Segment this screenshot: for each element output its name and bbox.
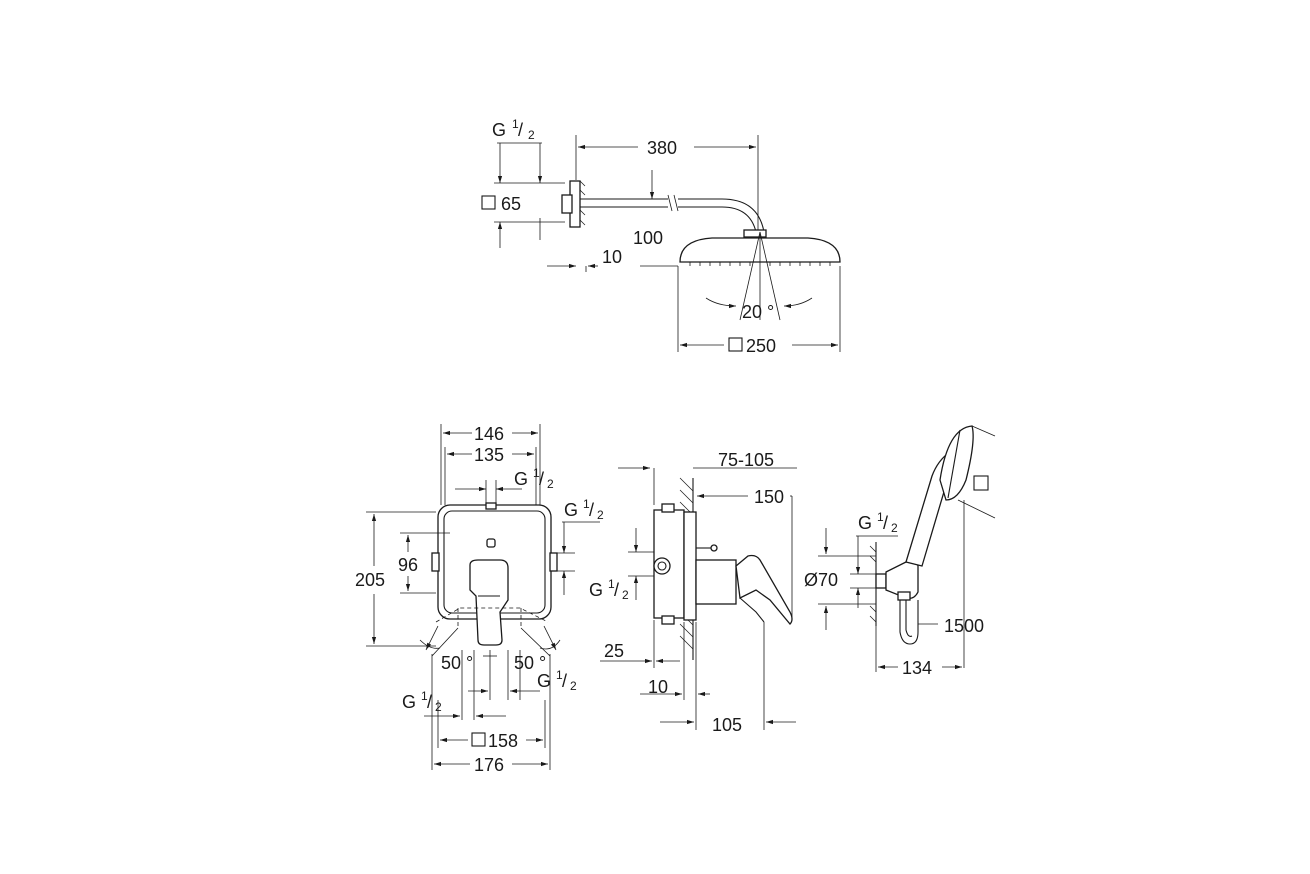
- svg-text:1: 1: [533, 466, 540, 480]
- svg-text:1: 1: [608, 577, 615, 591]
- svg-text:G: G: [402, 692, 416, 712]
- svg-text:/: /: [518, 120, 523, 140]
- mixer-height: 205: [355, 570, 385, 590]
- mixer-side-view: 75-105 150 G 1 / 2 25 10 105: [589, 450, 797, 735]
- shower-head-view: G 1 / 2 65 3: [481, 117, 841, 356]
- hand-thread-label: G 1 / 2: [858, 510, 898, 535]
- svg-text:1: 1: [512, 117, 519, 131]
- mixer-angle-left: 50 °: [441, 653, 473, 673]
- svg-text:/: /: [562, 671, 567, 691]
- mixer-offset: 96: [398, 555, 418, 575]
- svg-text:G: G: [858, 513, 872, 533]
- mixer-width-inner: 135: [474, 445, 504, 465]
- shower-head-size: 250: [728, 336, 776, 356]
- hand-projection: 134: [902, 658, 932, 678]
- svg-text:/: /: [427, 692, 432, 712]
- mixer-plate-size: 158: [471, 731, 518, 751]
- side-gap: 25: [604, 641, 624, 661]
- svg-text:G: G: [537, 671, 551, 691]
- svg-text:G: G: [589, 580, 603, 600]
- shower-flange-dim: 65: [481, 194, 521, 214]
- mixer-overall-width: 176: [474, 755, 504, 775]
- svg-text:2: 2: [597, 508, 604, 522]
- mixer-width-outer: 146: [474, 424, 504, 444]
- svg-text:1: 1: [583, 497, 590, 511]
- svg-text:2: 2: [570, 679, 577, 693]
- svg-text:2: 2: [622, 588, 629, 602]
- shower-arm-length: 380: [647, 138, 677, 158]
- svg-text:2: 2: [435, 700, 442, 714]
- svg-text:2: 2: [891, 521, 898, 535]
- side-lever-depth: 105: [712, 715, 742, 735]
- svg-text:G: G: [514, 469, 528, 489]
- side-projection: 150: [754, 487, 784, 507]
- mixer-front-view: 146 135 G 1 / 2 G: [355, 424, 604, 775]
- svg-text:250: 250: [746, 336, 776, 356]
- svg-text:65: 65: [501, 194, 521, 214]
- svg-text:G: G: [564, 500, 578, 520]
- mixer-thread-right: G 1 / 2: [564, 497, 604, 522]
- svg-text:/: /: [883, 513, 888, 533]
- hand-flange-diameter: Ø70: [804, 570, 838, 590]
- svg-text:/: /: [539, 469, 544, 489]
- svg-text:1: 1: [556, 668, 563, 682]
- svg-text:G: G: [492, 120, 506, 140]
- hand-shower-view: 1500 G 1 / 2 Ø70 134: [804, 425, 996, 678]
- mixer-thread-bottom-left: G 1 / 2: [402, 689, 442, 714]
- svg-text:2: 2: [547, 477, 554, 491]
- svg-text:/: /: [614, 580, 619, 600]
- shower-spray-angle: 20 °: [742, 302, 774, 322]
- shower-thread-label: G 1 / 2: [492, 117, 535, 142]
- side-wall: 10: [648, 677, 668, 697]
- svg-text:1: 1: [421, 689, 428, 703]
- side-install-depth: 75-105: [718, 450, 774, 470]
- mixer-angle-right: 50 °: [514, 653, 546, 673]
- shower-drop: 100: [633, 228, 663, 248]
- svg-text:2: 2: [528, 128, 535, 142]
- side-thread-label: G 1 / 2: [589, 577, 629, 602]
- svg-text:/: /: [589, 500, 594, 520]
- svg-text:158: 158: [488, 731, 518, 751]
- mixer-thread-bottom-right: G 1 / 2: [537, 668, 577, 693]
- mixer-thread-top: G 1 / 2: [514, 466, 554, 491]
- svg-text:1: 1: [877, 510, 884, 524]
- shower-wall-offset: 10: [602, 247, 622, 267]
